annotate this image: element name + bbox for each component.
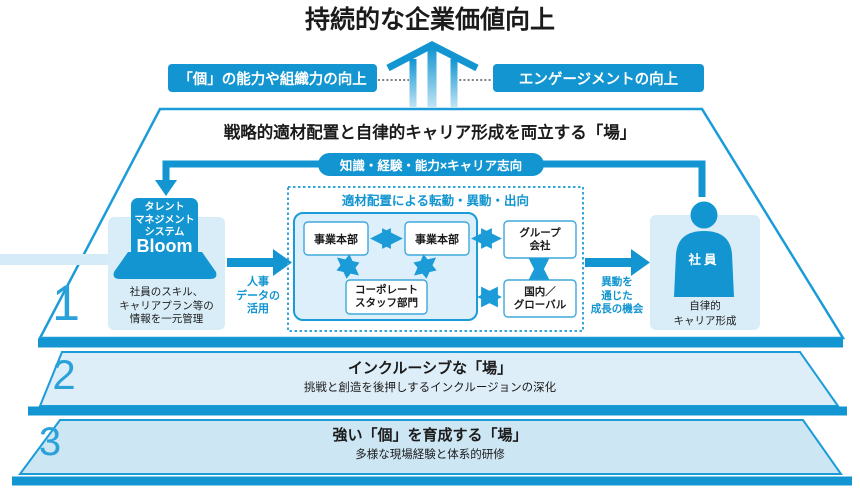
growth-label: 異動を 通じた 成長の機会: [590, 276, 644, 315]
level3-number: 3: [38, 420, 62, 464]
bloom-system-label: タレント マネジメント システム: [134, 202, 195, 238]
level3-subheading: 多様な現場経験と体系的研修: [355, 449, 505, 461]
business-unit-2-box: 事業本部: [415, 233, 459, 246]
placement-title: 適材配置による転勤・異動・出向: [341, 194, 530, 208]
level2-subheading: 挑戦と創造を後押しするインクルージョンの深化: [303, 382, 557, 394]
bloom-caption: 社員のスキル、 キャリアプラン等の 情報を一元管理: [119, 286, 214, 325]
banner-elbow-right: [525, 160, 706, 197]
rotation-arrows: [336, 228, 550, 308]
left-edge-connector: [0, 254, 113, 265]
knowledge-banner: 知識・経験・能力×キャリア志向: [318, 153, 544, 176]
employee-caption: 自律的 キャリア形成: [673, 300, 737, 327]
corporate-staff-box: コーポレート スタッフ部門: [355, 284, 418, 309]
placement-dotted-box: [287, 186, 584, 332]
domestic-global-box: 国内／ グローバル: [513, 285, 567, 311]
hr-data-label: 人事 データの 活用: [236, 276, 280, 315]
level2-heading: インクルーシブな「場」: [347, 360, 513, 377]
upward-arrow-icon: [386, 41, 479, 107]
level1-number: 1: [52, 275, 80, 331]
employee-label: 社員: [688, 253, 720, 267]
outcome-right-box: エンゲージメントの向上: [493, 64, 704, 92]
bloom-name: Bloom: [136, 236, 193, 256]
group-company-box: グループ 会社: [519, 226, 561, 252]
pyramid-level2-shape: [28, 351, 847, 416]
laptop-icon: [113, 198, 217, 279]
level2-number: 2: [52, 351, 76, 398]
person-icon: [674, 201, 734, 297]
banner-elbow-left: [155, 160, 340, 196]
level1-heading: 戦略的適材配置と自律的キャリア形成を両立する「場」: [223, 124, 637, 142]
hr-data-arrow: [227, 249, 292, 276]
page-title: 持続的な企業価値向上: [304, 6, 555, 34]
outcome-left-box: 「個」の能力や組織力の向上: [168, 64, 377, 92]
org-unit-boxes: [303, 220, 577, 318]
level3-heading: 強い「個」を育成する「場」: [332, 427, 528, 444]
business-unit-1-box: 事業本部: [314, 233, 358, 246]
growth-arrow: [585, 249, 650, 276]
pyramid-level3-shape: [12, 419, 852, 486]
